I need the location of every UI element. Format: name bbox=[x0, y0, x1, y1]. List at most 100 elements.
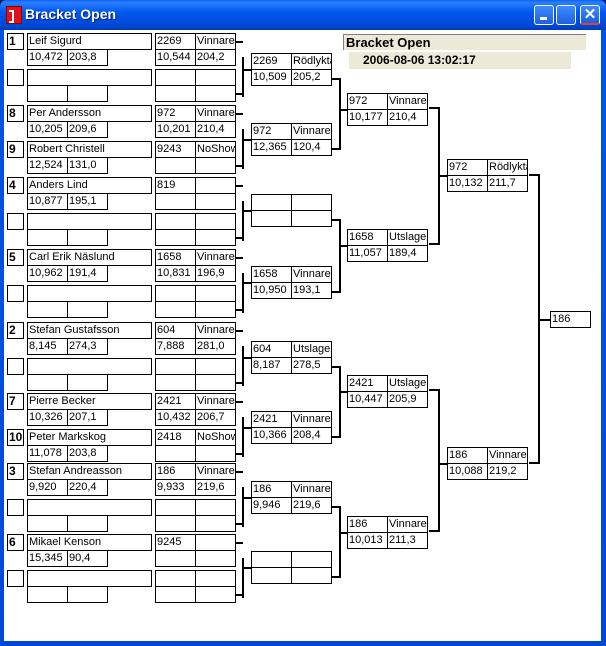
seed-number: 6 bbox=[7, 534, 24, 551]
title-bar[interactable]: Bracket Open ✕ bbox=[0, 0, 606, 30]
speed-value: 193,1 bbox=[291, 282, 332, 299]
competitor-name[interactable]: Anders Lind bbox=[27, 177, 152, 194]
competitor-name[interactable] bbox=[27, 213, 152, 230]
result-status: Vinnare bbox=[195, 249, 236, 266]
reaction-time: 10,177 bbox=[347, 109, 388, 126]
competitor-name[interactable]: Leif Sigurd bbox=[27, 33, 152, 50]
speed-value bbox=[195, 85, 236, 102]
competitor-name[interactable] bbox=[27, 285, 152, 302]
bracket-connector bbox=[243, 567, 252, 569]
competitor-name[interactable]: Stefan Gustafsson bbox=[27, 322, 152, 339]
competitor-name[interactable]: Robert Christell bbox=[27, 141, 152, 158]
reaction-time: 10,950 bbox=[251, 282, 292, 299]
competitor-id[interactable]: 186 bbox=[155, 463, 196, 480]
speed-value: 191,4 bbox=[67, 265, 108, 282]
bracket-title: Bracket Open bbox=[343, 34, 586, 50]
competitor-id[interactable]: 972 bbox=[251, 123, 292, 140]
bracket-connector bbox=[332, 291, 340, 293]
competitor-id[interactable] bbox=[155, 213, 196, 230]
competitor-name[interactable]: Peter Markskog bbox=[27, 429, 152, 446]
competitor-name[interactable] bbox=[27, 499, 152, 516]
champion-id[interactable]: 186 bbox=[550, 311, 591, 328]
competitor-id[interactable] bbox=[155, 570, 196, 587]
speed-value: 206,7 bbox=[195, 409, 236, 426]
result-status: Vinnare bbox=[195, 105, 236, 122]
competitor-id[interactable]: 2421 bbox=[347, 375, 388, 392]
competitor-id[interactable]: 604 bbox=[155, 322, 196, 339]
bracket-connector bbox=[236, 93, 243, 95]
result-status: Rödlykta bbox=[487, 159, 528, 176]
competitor-id[interactable]: 1658 bbox=[251, 266, 292, 283]
competitor-id[interactable]: 186 bbox=[347, 516, 388, 533]
speed-value bbox=[67, 586, 108, 603]
competitor-name[interactable] bbox=[27, 358, 152, 375]
competitor-id[interactable]: 2418 bbox=[155, 429, 196, 446]
result-status: Utslagen bbox=[387, 375, 428, 392]
speed-value: 204,2 bbox=[195, 49, 236, 66]
competitor-id[interactable]: 972 bbox=[155, 105, 196, 122]
bracket-connector bbox=[339, 219, 341, 293]
competitor-name[interactable]: Mikael Kenson bbox=[27, 534, 152, 551]
reaction-time: 10,201 bbox=[155, 121, 196, 138]
speed-value: 195,1 bbox=[67, 193, 108, 210]
speed-value bbox=[195, 374, 236, 391]
result-status bbox=[195, 570, 236, 587]
minimize-button[interactable] bbox=[534, 5, 554, 25]
competitor-id[interactable] bbox=[251, 551, 292, 568]
close-icon: ✕ bbox=[583, 6, 597, 23]
competitor-id[interactable] bbox=[155, 69, 196, 86]
competitor-name[interactable]: Stefan Andreasson bbox=[27, 463, 152, 480]
competitor-id[interactable]: 972 bbox=[347, 93, 388, 110]
competitor-name[interactable]: Carl Erik Näslund bbox=[27, 249, 152, 266]
seed-number bbox=[7, 570, 24, 587]
competitor-id[interactable]: 186 bbox=[251, 481, 292, 498]
bracket-connector bbox=[242, 417, 244, 457]
bracket-connector bbox=[243, 282, 252, 284]
competitor-id[interactable] bbox=[155, 358, 196, 375]
competitor-id[interactable]: 2269 bbox=[251, 53, 292, 70]
bracket-connector bbox=[236, 41, 243, 43]
competitor-id[interactable] bbox=[155, 285, 196, 302]
result-status: Vinnare bbox=[387, 516, 428, 533]
competitor-id[interactable] bbox=[251, 194, 292, 211]
competitor-name[interactable] bbox=[27, 570, 152, 587]
bracket-connector bbox=[529, 174, 539, 176]
competitor-id[interactable]: 1658 bbox=[347, 229, 388, 246]
seed-number bbox=[7, 358, 24, 375]
speed-value: 211,7 bbox=[487, 175, 528, 192]
bracket-connector bbox=[236, 382, 243, 384]
seed-number: 2 bbox=[7, 322, 24, 339]
reaction-time: 10,447 bbox=[347, 391, 388, 408]
competitor-id[interactable]: 819 bbox=[155, 177, 196, 194]
result-status: Vinnare bbox=[195, 393, 236, 410]
reaction-time: 11,057 bbox=[347, 245, 388, 262]
bracket-datetime: 2006-08-06 13:02:17 bbox=[349, 52, 571, 69]
seed-number: 1 bbox=[7, 33, 24, 50]
competitor-id[interactable]: 2421 bbox=[251, 411, 292, 428]
bracket-connector bbox=[242, 487, 244, 527]
reaction-time bbox=[155, 85, 196, 102]
competitor-id[interactable] bbox=[155, 499, 196, 516]
seed-number bbox=[7, 285, 24, 302]
speed-value: 219,6 bbox=[291, 497, 332, 514]
reaction-time: 7,888 bbox=[155, 338, 196, 355]
maximize-button[interactable] bbox=[556, 5, 576, 25]
competitor-id[interactable]: 972 bbox=[447, 159, 488, 176]
competitor-id[interactable]: 1658 bbox=[155, 249, 196, 266]
competitor-id[interactable]: 604 bbox=[251, 341, 292, 358]
close-button[interactable]: ✕ bbox=[580, 5, 600, 25]
competitor-id[interactable]: 186 bbox=[447, 447, 488, 464]
reaction-time: 8,187 bbox=[251, 357, 292, 374]
competitor-id[interactable]: 9243 bbox=[155, 141, 196, 158]
competitor-id[interactable]: 2421 bbox=[155, 393, 196, 410]
reaction-time bbox=[27, 586, 68, 603]
competitor-name[interactable]: Pierre Becker bbox=[27, 393, 152, 410]
competitor-name[interactable] bbox=[27, 69, 152, 86]
competitor-name[interactable]: Per Andersson bbox=[27, 105, 152, 122]
bracket-connector bbox=[332, 78, 340, 80]
bracket-connector bbox=[339, 109, 347, 111]
app-icon bbox=[6, 6, 22, 24]
speed-value bbox=[67, 301, 108, 318]
competitor-id[interactable]: 2269 bbox=[155, 33, 196, 50]
competitor-id[interactable]: 9245 bbox=[155, 534, 196, 551]
